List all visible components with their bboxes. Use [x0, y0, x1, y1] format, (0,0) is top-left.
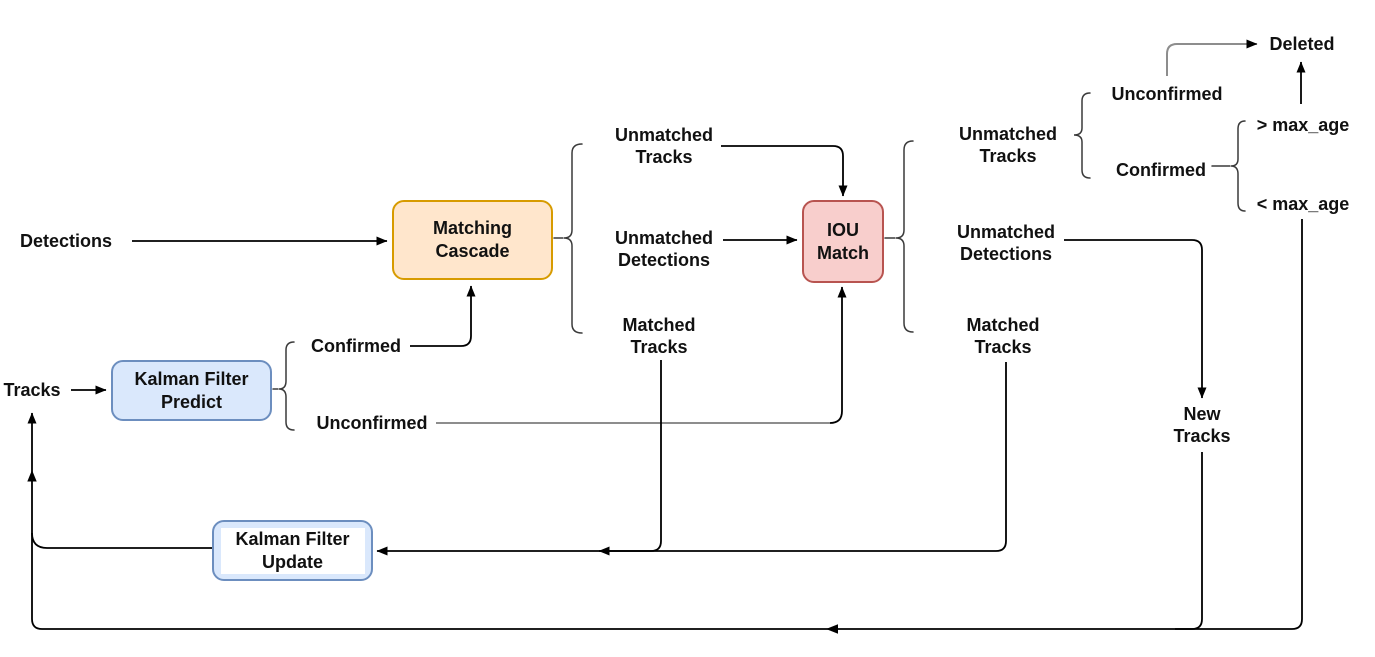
label-detections: Detections: [19, 231, 113, 251]
label-unconfirmed-1: Unconfirmed: [316, 413, 428, 433]
brace-matching-cascade-outputs: [563, 143, 583, 334]
label-unmatched-tracks-1: Unmatched Tracks: [614, 125, 713, 167]
label-unconfirmed-2: Unconfirmed: [1111, 84, 1223, 104]
edge-new-tracks-to-bottom-loop: [1175, 452, 1203, 630]
node-kalman-filter-update: Kalman Filter Update: [212, 520, 373, 581]
edge-unmatched-detections-to-new-tracks: [1064, 239, 1207, 399]
label-unmatched-detections-1: Unmatched Detections: [614, 228, 713, 270]
brace-kalman-predict-outputs: [278, 341, 295, 431]
label-deleted: Deleted: [1269, 34, 1335, 54]
node-kalman-filter-predict-label: Kalman Filter Predict: [134, 368, 249, 412]
node-iou-match: IOU Match: [802, 200, 884, 283]
label-matched-tracks-1: Matched Tracks: [622, 315, 696, 357]
tracks-second-arrowhead: [27, 470, 37, 482]
brace-confirmed-split: [1230, 120, 1246, 212]
bottom-loop-arrowhead: [826, 624, 838, 634]
edges: [27, 39, 1306, 634]
label-confirmed-2: Confirmed: [1116, 160, 1206, 180]
label-new-tracks: New Tracks: [1173, 404, 1231, 446]
edge-unconfirmed-to-deleted: [1166, 39, 1258, 76]
node-matching-cascade: Matching Cascade: [392, 200, 553, 280]
edge-unmatched-tracks-to-iou: [721, 145, 848, 197]
edge-kalman-update-to-tracks: [31, 532, 212, 549]
edge-matched-tracks-1-to-update-line: [598, 360, 662, 556]
label-gt-max-age: > max_age: [1256, 115, 1350, 135]
braces: [272, 92, 1246, 431]
label-lt-max-age: < max_age: [1256, 194, 1350, 214]
node-iou-match-label: IOU Match: [816, 219, 869, 263]
edge-unconfirmed-to-iou-vertical: [829, 286, 847, 424]
node-kalman-filter-predict: Kalman Filter Predict: [111, 360, 272, 421]
label-matched-tracks-2: Matched Tracks: [966, 315, 1040, 357]
brace-unmatched-tracks-split: [1073, 92, 1091, 179]
node-matching-cascade-label: Matching Cascade: [433, 218, 512, 261]
edge-confirmed-to-matching-cascade: [410, 285, 476, 347]
label-confirmed-1: Confirmed: [311, 336, 401, 356]
brace-iou-outputs: [895, 140, 914, 333]
edge-lt-max-age-loop-to-tracks: [27, 219, 1303, 630]
label-tracks: Tracks: [3, 380, 61, 400]
label-unmatched-detections-2: Unmatched Detections: [956, 222, 1055, 264]
edge-matched-tracks-2-to-kalman-update: [376, 362, 1007, 556]
label-unmatched-tracks-2: Unmatched Tracks: [958, 124, 1057, 166]
node-kalman-filter-update-label: Kalman Filter Update: [220, 527, 365, 574]
